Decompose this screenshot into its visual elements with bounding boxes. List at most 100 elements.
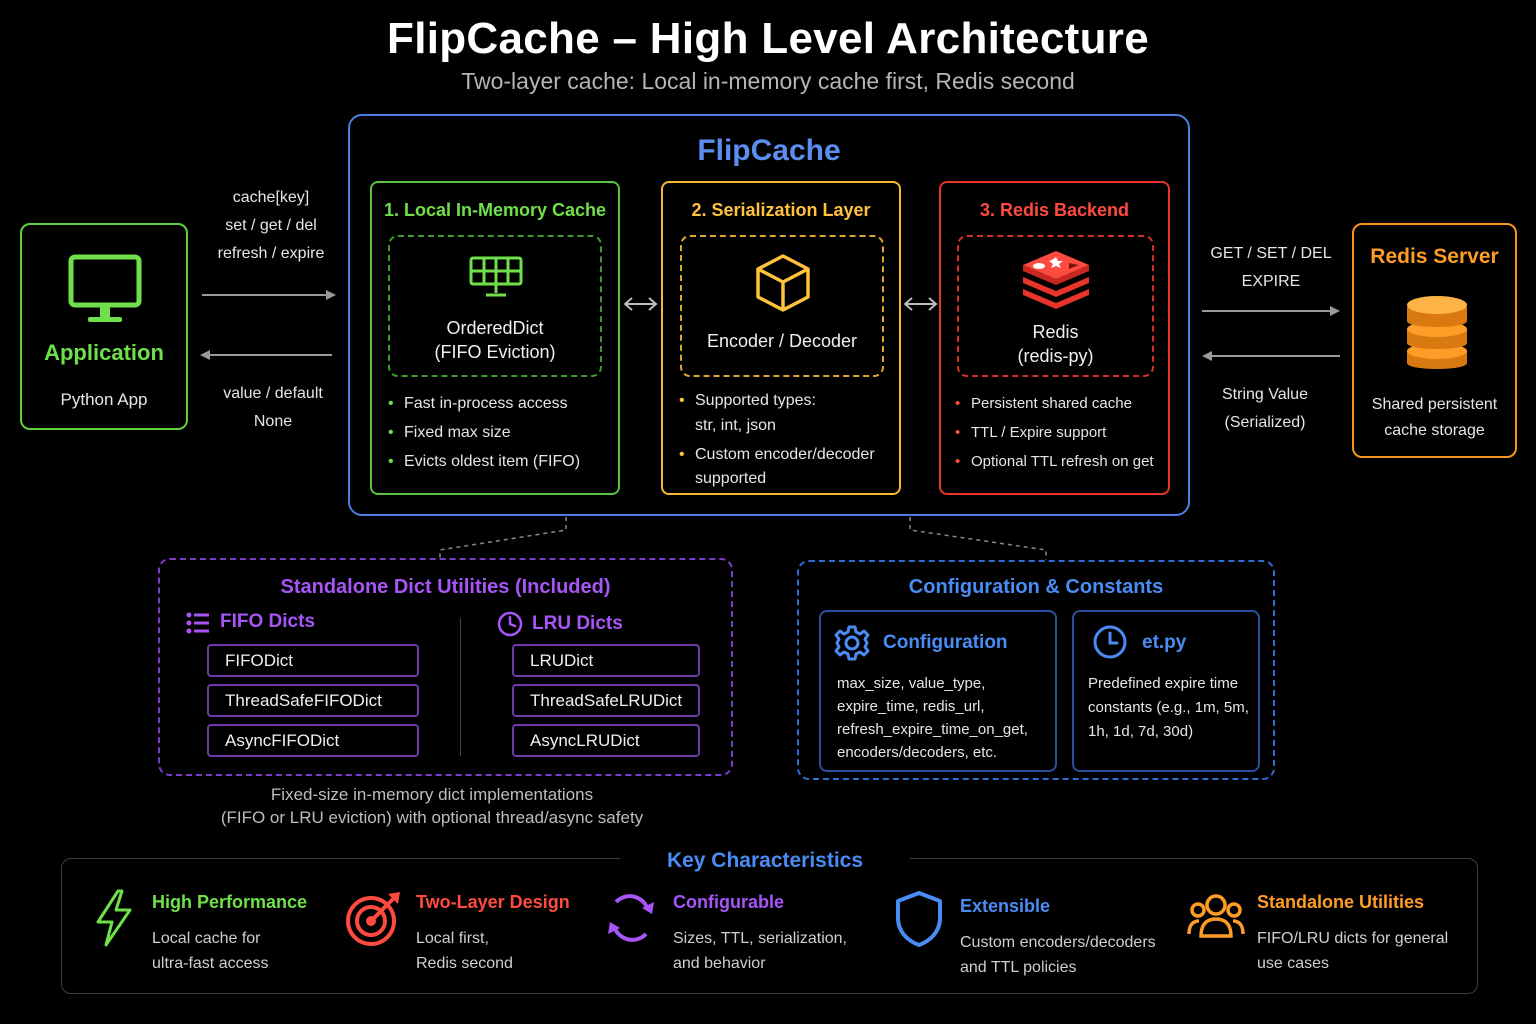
column-divider <box>460 618 461 756</box>
lru-dict-item[interactable]: AsyncLRUDict <box>512 724 700 757</box>
config-line: encoders/decoders, etc. <box>837 744 998 761</box>
desc-line: Local cache for <box>152 930 261 947</box>
redis-logo-icon <box>1023 251 1089 309</box>
key-item-title: Extensible <box>960 896 1051 916</box>
redis-server-description: Shared persistent cache storage <box>1354 392 1515 444</box>
panel-title: 3. Redis Backend <box>979 200 1130 220</box>
serialization-panel[interactable]: 2. Serialization Layer Encoder / Decoder… <box>661 181 901 495</box>
redis-backend-bullets: Persistent shared cache TTL / Expire sup… <box>953 392 1154 479</box>
key-item-desc: FIFO/LRU dicts for general use cases <box>1257 926 1448 976</box>
users-icon <box>1187 894 1245 938</box>
bullet-item: Fixed max size <box>386 421 580 444</box>
refresh-icon <box>608 894 654 942</box>
ordereddict-box: OrderedDict (FIFO Eviction) <box>388 235 602 377</box>
config-line: refresh_expire_time_on_get, <box>837 721 1028 738</box>
desc-line: Local first, <box>416 930 489 947</box>
panel-title: 1. Local In-Memory Cache <box>383 200 607 220</box>
note-line: (FIFO or LRU eviction) with optional thr… <box>220 808 644 827</box>
bullet-item: Persistent shared cache <box>953 392 1154 415</box>
clock-icon <box>497 611 523 637</box>
serialization-bullets: Supported types: str, int, json Custom e… <box>677 389 875 496</box>
key-item-desc: Sizes, TTL, serialization, and behavior <box>673 926 847 976</box>
standalone-utilities-box: Standalone Dict Utilities (Included) FIF… <box>158 558 733 776</box>
cube-icon <box>756 254 810 312</box>
desc-line: Sizes, TTL, serialization, <box>673 930 847 947</box>
memory-chip-icon <box>469 256 523 297</box>
etpy-body: Predefined expire time constants (e.g., … <box>1088 672 1249 744</box>
key-item-title: High Performance <box>152 892 308 912</box>
shield-icon <box>896 891 942 947</box>
lru-heading: LRU Dicts <box>532 613 623 634</box>
standalone-note: Fixed-size in-memory dict implementation… <box>158 783 706 829</box>
local-cache-panel[interactable]: 1. Local In-Memory Cache OrderedDict (FI… <box>370 181 620 495</box>
inner-line: (FIFO Eviction) <box>434 342 556 362</box>
response-line: String Value <box>1222 386 1308 403</box>
database-icon <box>1407 296 1467 369</box>
key-item-title: Standalone Utilities <box>1257 892 1425 912</box>
redis-py-box: Redis (redis-py) <box>957 235 1154 377</box>
page-title: FlipCache – High Level Architecture <box>387 14 1149 63</box>
configuration-card[interactable]: Configuration max_size, value_type, expi… <box>819 610 1057 772</box>
inner-line: Redis <box>1032 322 1079 342</box>
request-line: GET / SET / DEL <box>1210 245 1332 262</box>
fifo-dict-item[interactable]: AsyncFIFODict <box>207 724 419 757</box>
etpy-line: 1h, 1d, 7d, 30d) <box>1088 723 1194 740</box>
key-characteristics-title: Key Characteristics <box>620 846 910 876</box>
bullet-continuation: supported <box>695 470 767 487</box>
fifo-dict-item[interactable]: FIFODict <box>207 644 419 677</box>
config-line: max_size, value_type, <box>837 675 986 692</box>
inner-line: OrderedDict <box>446 318 544 338</box>
key-item-desc: Custom encoders/decoders and TTL policie… <box>960 930 1156 980</box>
redis-backend-panel[interactable]: 3. Redis Backend Redis (redis-py) Persis… <box>939 181 1170 495</box>
redis-server-title: Redis Server <box>1370 245 1499 268</box>
lru-dict-item[interactable]: ThreadSafeLRUDict <box>512 684 700 717</box>
desc-line: and TTL policies <box>960 959 1077 976</box>
clock-icon <box>1093 625 1127 659</box>
bullet-item: Fast in-process access <box>386 392 580 415</box>
bullet-continuation: str, int, json <box>695 417 776 434</box>
application-box[interactable]: Application Python App <box>20 223 188 430</box>
key-item-desc: Local first, Redis second <box>416 926 513 976</box>
desc-line: FIFO/LRU dicts for general <box>1257 930 1449 947</box>
dashed-connector-config <box>909 517 1047 560</box>
request-line: set / get / del <box>225 217 317 234</box>
request-line: cache[key] <box>232 189 310 206</box>
etpy-card[interactable]: et.py Predefined expire time constants (… <box>1072 610 1260 772</box>
bullet-item: Evicts oldest item (FIFO) <box>386 450 580 473</box>
desc-line: ultra-fast access <box>152 955 269 972</box>
configuration-body: max_size, value_type, expire_time, redis… <box>837 672 1028 764</box>
desc-line: Custom encoders/decoders <box>960 934 1156 951</box>
bullet-item: Supported types: <box>677 389 875 412</box>
etpy-heading: et.py <box>1142 632 1187 653</box>
local-cache-bullets: Fast in-process access Fixed max size Ev… <box>386 392 580 479</box>
dashed-connector-standalone <box>439 517 567 558</box>
response-line: (Serialized) <box>1224 414 1306 431</box>
etpy-line: constants (e.g., 1m, 5m, <box>1088 699 1249 716</box>
bullet-item: TTL / Expire support <box>953 421 1154 444</box>
config-title: Configuration & Constants <box>908 576 1164 598</box>
fifo-heading: FIFO Dicts <box>220 611 316 632</box>
key-item-desc: Local cache for ultra-fast access <box>152 926 268 976</box>
note-line: Fixed-size in-memory dict implementation… <box>270 785 594 804</box>
response-line: value / default <box>223 385 323 402</box>
monitor-icon <box>68 254 142 322</box>
application-label: Application <box>44 340 164 365</box>
desc-line: Redis second <box>416 955 513 972</box>
request-line: EXPIRE <box>1241 273 1301 290</box>
key-item-title: Two-Layer Design <box>416 892 570 912</box>
etpy-line: Predefined expire time <box>1088 675 1239 692</box>
redis-response-labels: String Value (Serialized) <box>1196 381 1334 437</box>
panel-title: 2. Serialization Layer <box>691 200 871 220</box>
description-line: cache storage <box>1384 422 1485 439</box>
key-item-title: Configurable <box>673 892 784 912</box>
flipcache-title: FlipCache <box>697 134 841 167</box>
bullet-item: Optional TTL refresh on get <box>953 450 1154 473</box>
fifo-dict-item[interactable]: ThreadSafeFIFODict <box>207 684 419 717</box>
app-request-labels: cache[key] set / get / del refresh / exp… <box>196 184 346 268</box>
redis-request-labels: GET / SET / DEL EXPIRE <box>1196 240 1346 296</box>
redis-server-box[interactable]: Redis Server Shared persistent cache sto… <box>1352 223 1517 458</box>
lru-dict-item[interactable]: LRUDict <box>512 644 700 677</box>
desc-line: and behavior <box>673 955 766 972</box>
response-line: None <box>253 413 293 430</box>
